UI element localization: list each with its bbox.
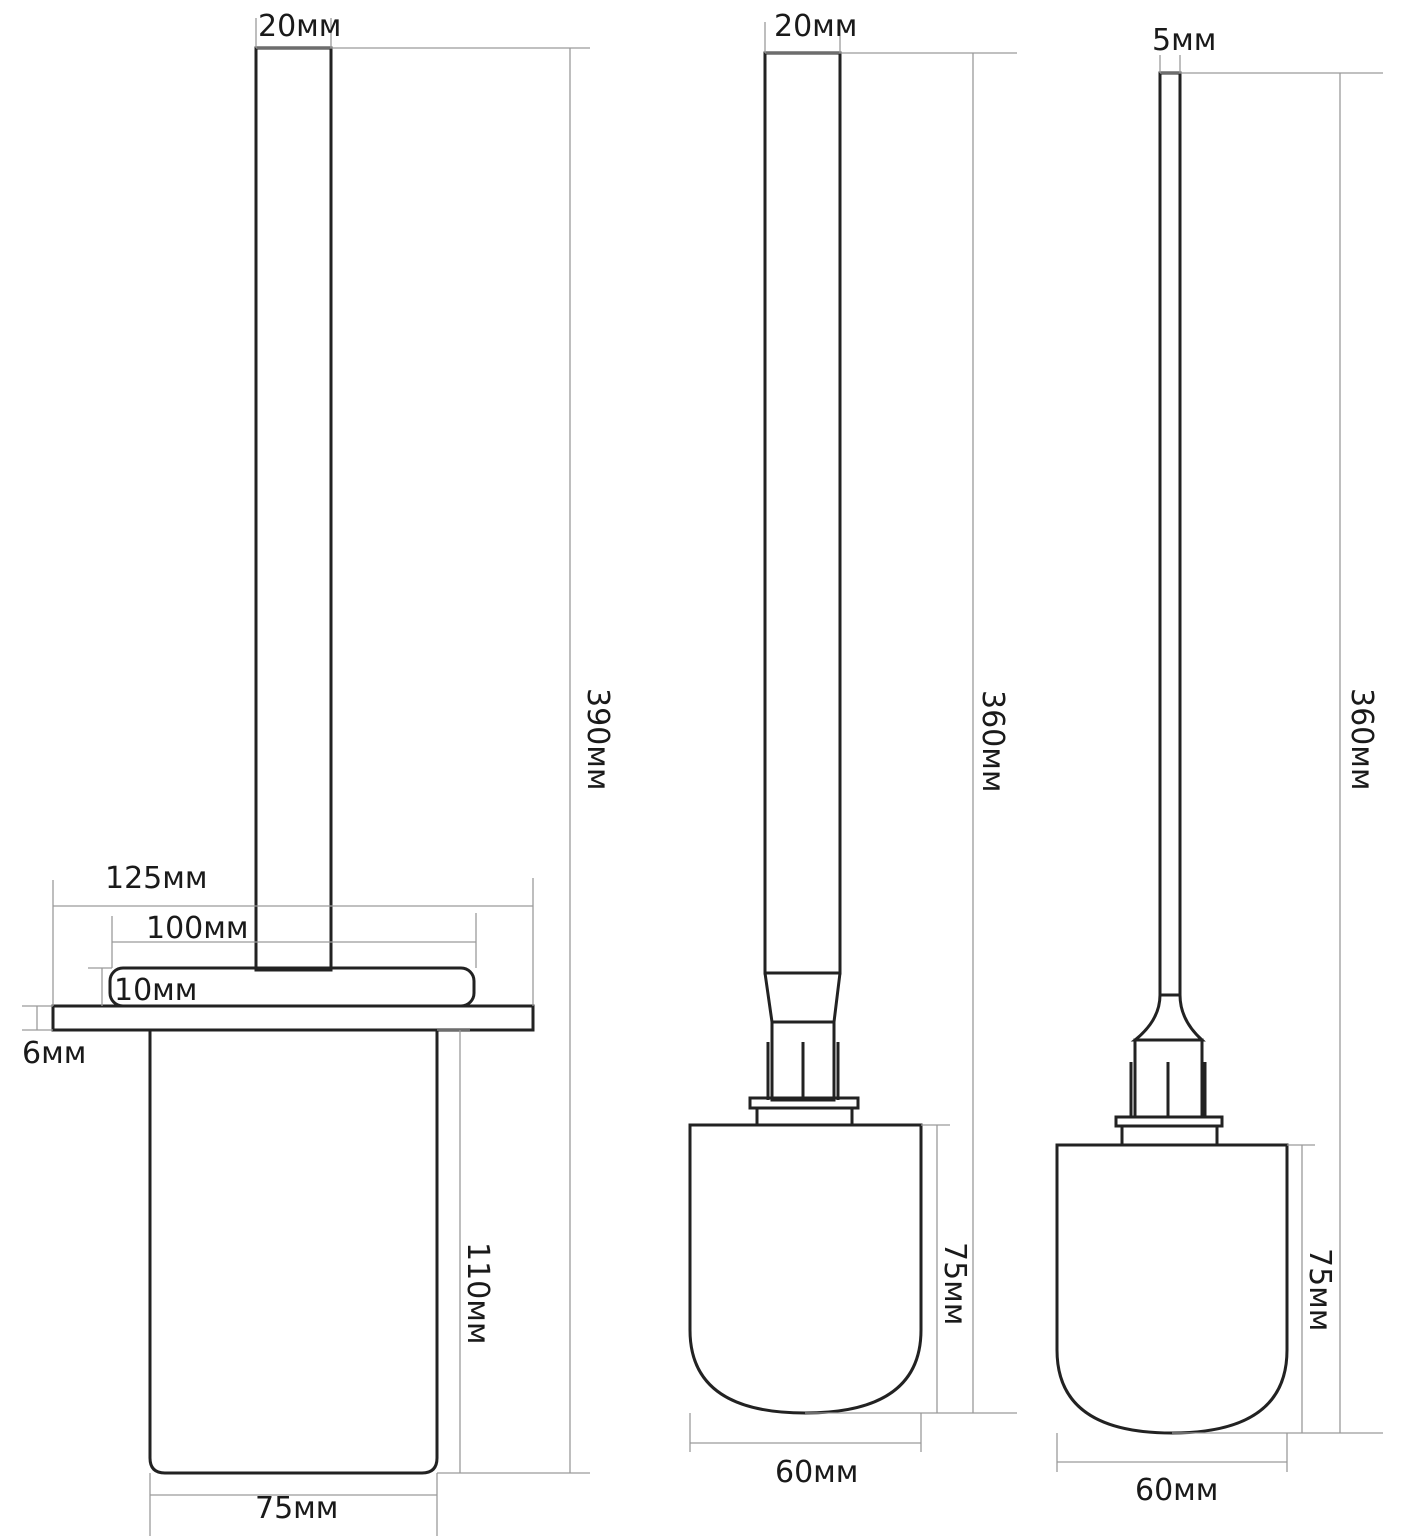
brush-wide-handle-width-label: 20мм [774, 9, 857, 44]
brush-wide-drawing: 20мм 360мм 75мм 60мм [688, 9, 1017, 1490]
brush-thin-handle [1158, 71, 1182, 997]
holder-plate-width-label: 125мм [105, 861, 208, 896]
brush-thin-head-width-label: 60мм [1135, 1473, 1218, 1508]
brush-thin-flare [1130, 994, 1206, 1042]
holder-cup-height-label: 110мм [460, 1242, 495, 1345]
holder-drawing: 20мм 390мм 125мм 100мм 10мм 6мм 110мм 75… [22, 9, 615, 1536]
brush-wide-head-height-label: 75мм [937, 1242, 972, 1325]
brush-wide-head [688, 1123, 923, 1415]
brush-wide-total-height-label: 360мм [975, 690, 1010, 793]
holder-cup-width-label: 75мм [255, 1491, 338, 1526]
brush-wide-head-width-label: 60мм [775, 1455, 858, 1490]
holder-dimensions [22, 18, 590, 1536]
brush-wide-base [755, 1106, 854, 1127]
holder-pad-width-label: 100мм [146, 911, 249, 946]
holder-handle [254, 46, 333, 972]
holder-plate [51, 1004, 535, 1032]
brush-thin-dimensions [1056, 55, 1383, 1472]
brush-thin-head-height-label: 75мм [1302, 1248, 1337, 1331]
brush-thin-total-height-label: 360мм [1344, 688, 1379, 791]
brush-wide-taper [763, 972, 842, 1024]
brush-thin-base [1120, 1124, 1219, 1147]
holder-cup [148, 1030, 439, 1475]
brush-thin-head [1055, 1143, 1289, 1435]
holder-handle-width-label: 20мм [258, 9, 341, 44]
brush-thin-drawing: 5мм 360мм 75мм 60мм [1055, 23, 1383, 1508]
brush-wide-handle [763, 51, 842, 975]
holder-plate-thickness-label: 6мм [22, 1036, 86, 1071]
holder-pad-height-label: 10мм [114, 973, 197, 1008]
brush-wide-dimensions [689, 22, 1017, 1452]
holder-total-height-label: 390мм [580, 688, 615, 791]
brush-thin-handle-width-label: 5мм [1152, 23, 1216, 58]
